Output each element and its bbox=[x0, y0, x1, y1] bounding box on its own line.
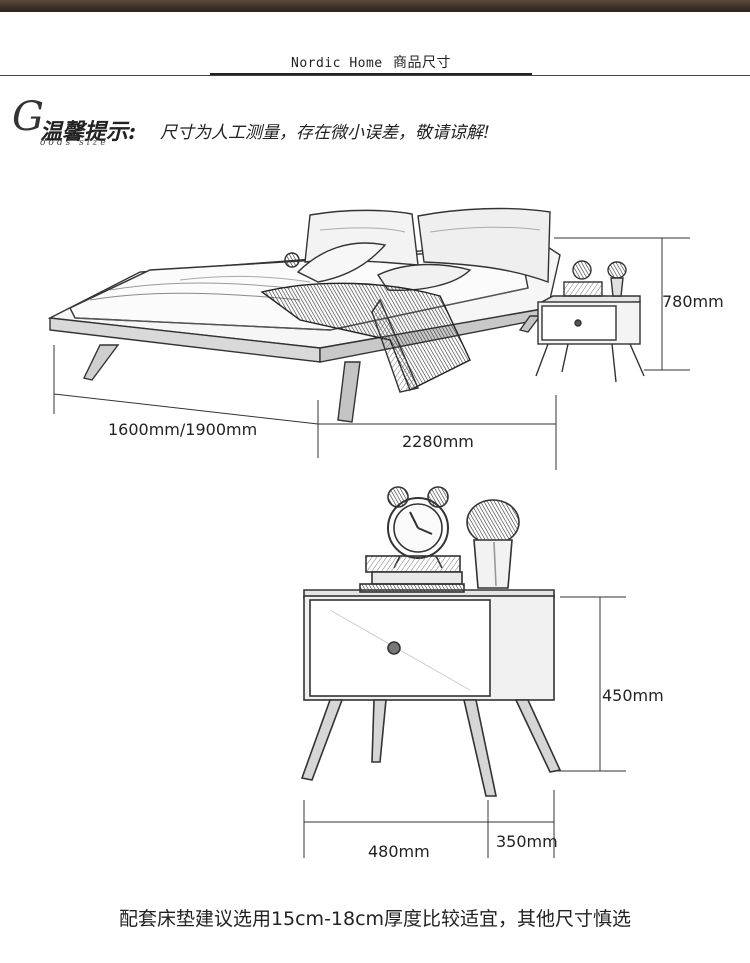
notice-text: 尺寸为人工测量，存在微小误差，敬请谅解! bbox=[160, 123, 490, 143]
page-title: 商品尺寸 bbox=[392, 55, 451, 71]
nightstand-height-label: 450mm bbox=[602, 686, 664, 705]
bed-length-label: 2280mm bbox=[402, 432, 474, 451]
nightstand-depth-label: 350mm bbox=[496, 832, 558, 851]
title-underline bbox=[210, 73, 532, 76]
header-divider bbox=[0, 75, 750, 76]
nightstand-width-label: 480mm bbox=[368, 842, 430, 861]
nightstand-illustration bbox=[300, 486, 562, 797]
brand-name: Nordic Home bbox=[291, 56, 383, 71]
notice-heading: 温馨提示: bbox=[40, 119, 137, 145]
notice-initial: G bbox=[12, 94, 44, 140]
top-decorative-band bbox=[0, 0, 750, 12]
bed-dimension-lines bbox=[53, 237, 690, 470]
nightstand-dimension-lines bbox=[303, 596, 626, 858]
bed-height-label: 780mm bbox=[662, 292, 724, 311]
mattress-recommendation: 配套床垫建议选用15cm-18cm厚度比较适宜，其他尺寸慎选 bbox=[118, 908, 632, 930]
bed-side-nightstand bbox=[535, 260, 645, 383]
section-title: Nordic Home 商品尺寸 bbox=[210, 44, 532, 76]
section-title-text: Nordic Home 商品尺寸 bbox=[210, 52, 532, 72]
bed-illustration bbox=[47, 207, 561, 423]
notice-subtitle: oods size bbox=[40, 138, 109, 148]
bed-width-label: 1600mm/1900mm bbox=[108, 420, 258, 439]
